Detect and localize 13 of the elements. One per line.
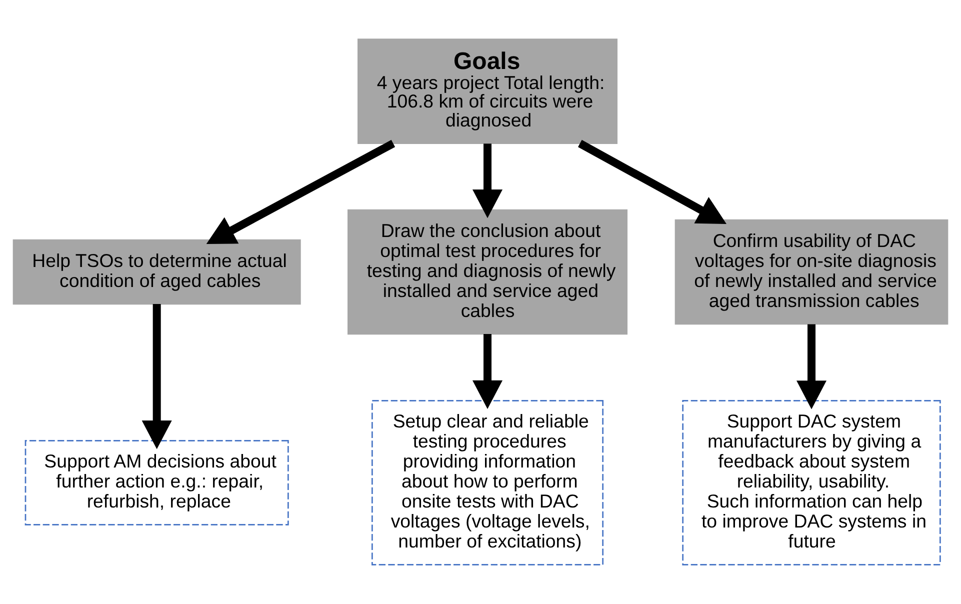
node-box: Setup clear and reliable testing procedures providing information about how to perform onsite tests with DAC voltages (voltage levels, number of excitations) [372, 400, 604, 566]
node-box: Draw the conclusion about optimal test procedures for testing and diagnosis of newly installed and service aged cables [348, 209, 628, 335]
arrow [472, 334, 503, 410]
arrow [796, 324, 827, 410]
node-box: Support AM decisions about further action e.g.: repair, refurbish, replace [24, 440, 289, 526]
node-box: Support DAC system manufacturers by giving a feedback about system reliability, usability. Such information can help to improve DAC systems in future [682, 400, 941, 566]
arrow [206, 140, 396, 244]
arrow [472, 144, 503, 218]
node-box: Confirm usability of DAC voltages for on-site diagnosis of newly installed and service aged transmission cables [674, 219, 948, 325]
node-box: Goals 4 years project Total length: 106.8 km of circuits were diagnosed [358, 38, 618, 144]
node-box: Help TSOs to determine actual condition of aged cables [12, 239, 301, 305]
arrow [578, 140, 726, 224]
arrow [142, 304, 172, 450]
